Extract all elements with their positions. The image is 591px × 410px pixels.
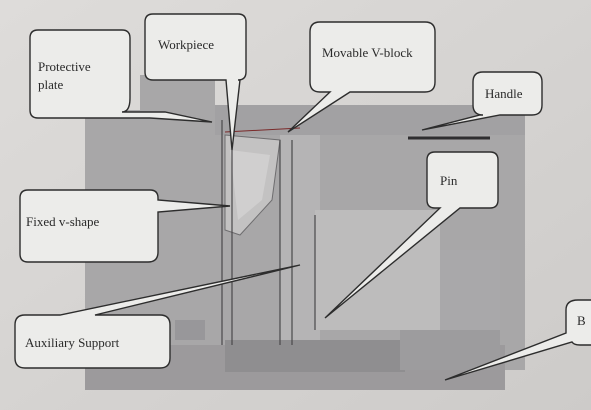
label-auxiliary-support: Auxiliary Support [25, 335, 120, 350]
left-small-block [175, 320, 205, 340]
callout-base [444, 299, 591, 381]
v-shapes [224, 134, 281, 236]
callout-fixed-v-shape [19, 189, 231, 263]
movable-v-block-body [280, 135, 320, 345]
callout-movable-v-block [287, 21, 436, 133]
callout-protective-plate [29, 29, 213, 123]
callout-workpiece [144, 13, 247, 151]
label-workpiece: Workpiece [158, 37, 214, 52]
callout-shapes [14, 13, 591, 381]
callout-pin [324, 151, 499, 319]
bottom-bar [225, 340, 405, 372]
label-handle: Handle [485, 86, 523, 101]
fixed-v-highlight [230, 150, 270, 220]
label-base: B [577, 313, 586, 328]
label-fixed-v-shape: Fixed v-shape [26, 214, 100, 229]
top-left-strip [140, 75, 215, 115]
label-pin: Pin [440, 173, 458, 188]
label-protective-plate: Protective plate [38, 59, 91, 92]
right-bottom-bar [400, 330, 500, 370]
right-step [440, 250, 500, 340]
label-movable-v-block: Movable V-block [322, 45, 413, 60]
callout-handle [421, 71, 543, 131]
drawing-lines [221, 120, 490, 345]
callout-auxiliary-support [14, 264, 301, 369]
